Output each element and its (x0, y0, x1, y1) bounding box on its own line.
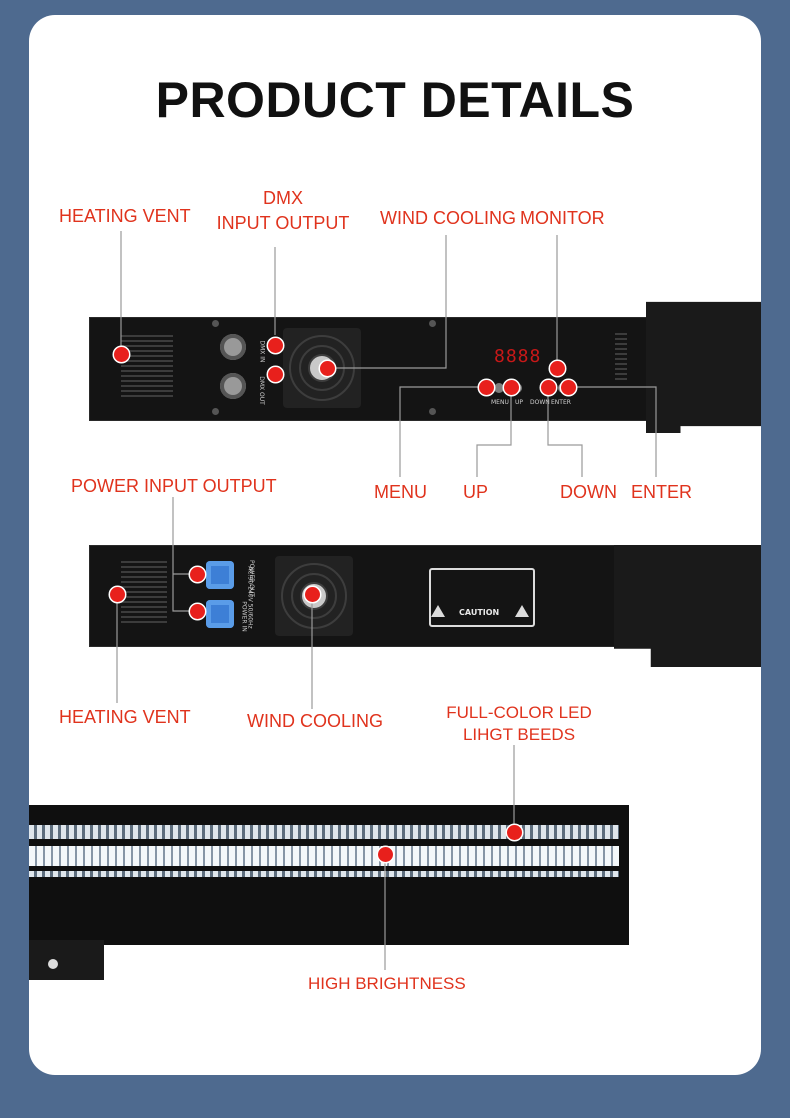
product-details-card: PRODUCT DETAILS DMX IN DMX OUT 8888 MENU… (29, 15, 761, 1075)
fan-ring (291, 573, 337, 619)
fan-ring (281, 563, 347, 629)
marker-power-out (189, 566, 205, 582)
marker-dmx-in (267, 337, 283, 353)
side-handle-slots (615, 333, 627, 383)
marker-high-brightness (377, 846, 393, 862)
marker-down (540, 379, 556, 395)
heating-vent-grille (121, 561, 167, 626)
marker-heating-vent-top (113, 346, 129, 362)
label-enter: ENTER (631, 482, 693, 502)
caution-text: CAUTION (459, 608, 500, 617)
down-button-text: DOWN (530, 399, 550, 406)
label-full-color-led-line2: LIHGT BEEDS (462, 725, 576, 744)
label-down: DOWN (560, 482, 617, 502)
marker-heating-vent-bottom (109, 586, 125, 602)
dmx-in-connector (220, 334, 246, 360)
led-bar-foot (29, 940, 104, 980)
led-beads-row-rgb (29, 825, 619, 839)
enter-button-text: ENTER (551, 399, 571, 406)
menu-button[interactable] (494, 383, 504, 393)
marker-wind-cooling-bottom (304, 586, 320, 602)
label-full-color-led-line1: FULL-COLOR LED (446, 703, 592, 722)
marker-power-in (189, 603, 205, 619)
screw (429, 320, 436, 327)
label-dmx-line1: DMX (263, 188, 303, 208)
menu-button-text: MENU (491, 399, 509, 406)
dmx-out-text: DMX OUT (257, 376, 265, 405)
label-power-input-output: POWER INPUT OUTPUT (71, 476, 277, 496)
led-beads-row-lower (29, 871, 619, 877)
heating-vent-grille (121, 335, 173, 400)
label-heating-vent-bottom: HEATING VENT (59, 707, 191, 727)
label-wind-cooling-top: WIND COOLING (380, 208, 517, 228)
label-up: UP (463, 482, 489, 502)
dmx-out-connector (220, 373, 246, 399)
label-wind-cooling-bottom: WIND COOLING (247, 711, 384, 731)
screw (429, 408, 436, 415)
power-out-connector (206, 561, 234, 589)
marker-full-color-led (506, 824, 522, 840)
led-monitor-display: 8888 (494, 346, 542, 367)
dmx-in-text: DMX IN (258, 340, 266, 363)
label-high-brightness: HIGH BRIGHTNESS (308, 974, 466, 993)
screw (212, 408, 219, 415)
label-menu: MENU (374, 482, 427, 502)
label-dmx-line2: INPUT OUTPUT (216, 213, 350, 233)
mounting-hole (48, 959, 58, 969)
warning-triangle-icon (431, 605, 445, 617)
up-button-text: UP (515, 399, 524, 406)
marker-dmx-out (267, 366, 283, 382)
marker-monitor (549, 360, 565, 376)
led-beads-row-white (29, 846, 619, 866)
marker-up (503, 379, 519, 395)
page-title: PRODUCT DETAILS (155, 72, 635, 128)
screw (212, 320, 219, 327)
marker-enter (560, 379, 576, 395)
warning-triangle-icon (515, 605, 529, 617)
voltage-rating-text: AC:90-240V 50/60Hz (246, 566, 254, 629)
marker-menu (478, 379, 494, 395)
power-in-connector (206, 600, 234, 628)
mounting-bracket-top (646, 301, 761, 433)
caution-label: CAUTION (429, 568, 535, 627)
rear-panel-controls (89, 317, 679, 421)
mounting-bracket-bottom (614, 545, 761, 667)
label-heating-vent-top: HEATING VENT (59, 206, 191, 226)
marker-wind-cooling-top (319, 360, 335, 376)
label-monitor: MONITOR (520, 208, 605, 228)
